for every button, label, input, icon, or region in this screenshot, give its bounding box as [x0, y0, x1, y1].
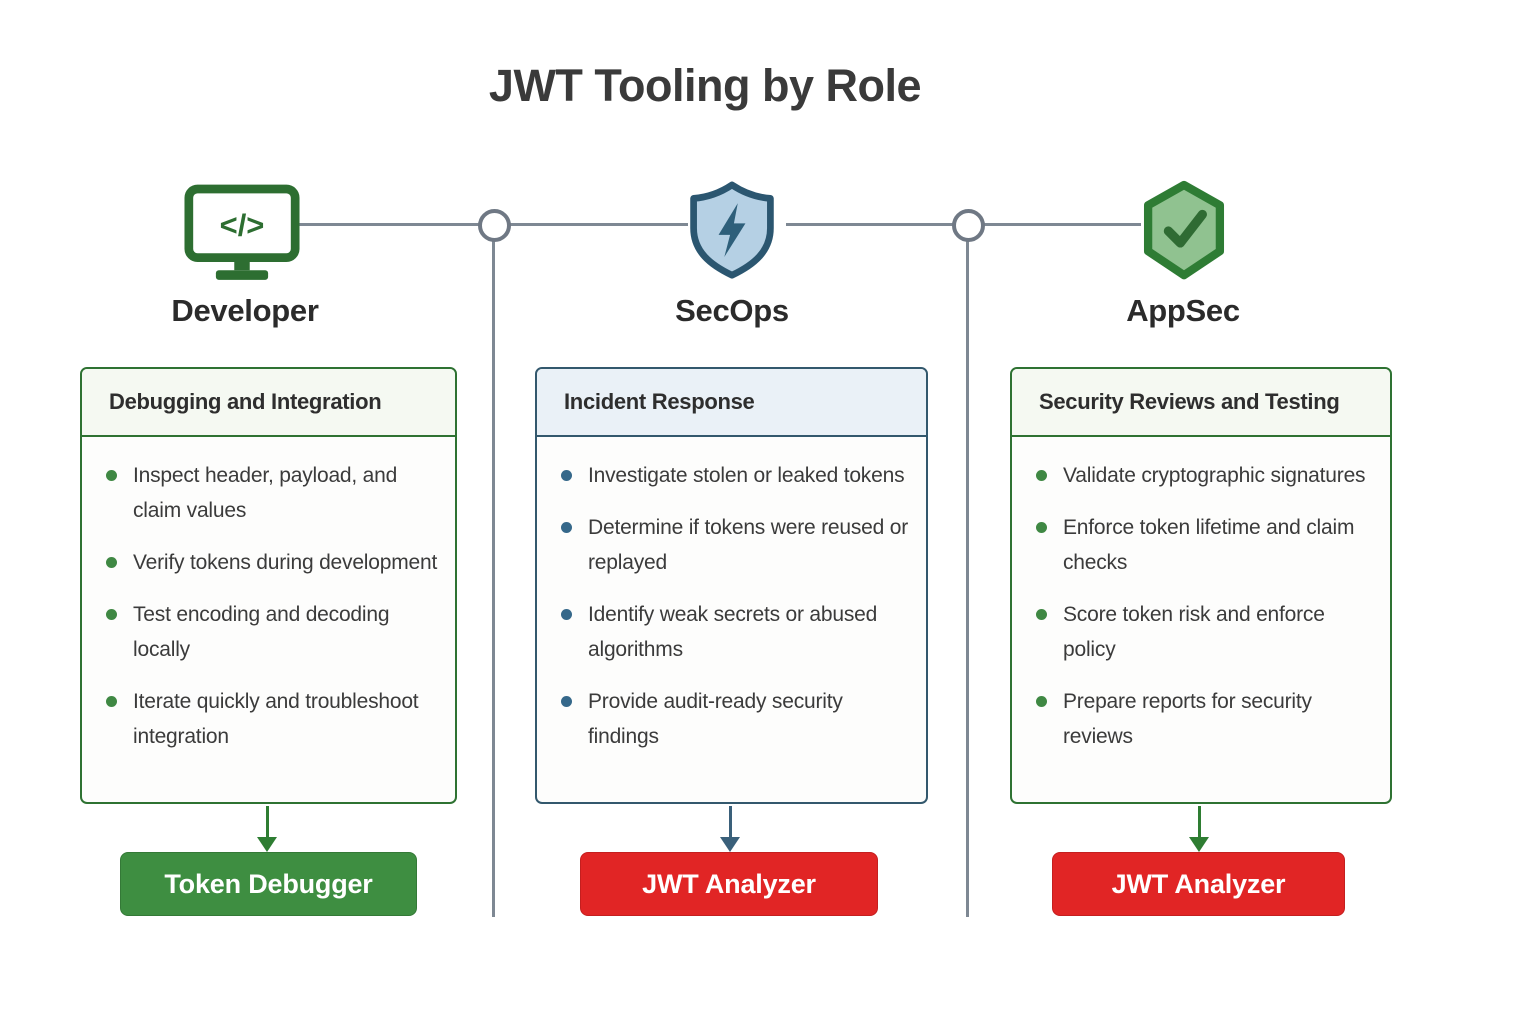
down-arrow-head — [257, 837, 277, 852]
bullet-list: Validate cryptographic signatures Enforc… — [1012, 437, 1390, 754]
column-divider-line-right — [966, 225, 969, 917]
svg-text:</>: </> — [220, 207, 265, 242]
bullet-dot — [106, 696, 117, 707]
role-label-developer: Developer — [171, 293, 319, 328]
card-title: Incident Response — [537, 369, 926, 437]
jwt-analyzer-button-appsec[interactable]: JWT Analyzer — [1052, 852, 1345, 916]
list-item: Determine if tokens were reused or repla… — [561, 510, 912, 580]
list-item: Verify tokens during development — [106, 545, 441, 580]
card-incident-response: Incident Response Investigate stolen or … — [535, 367, 928, 804]
bullet-dot — [561, 470, 572, 481]
bullet-dot — [106, 557, 117, 568]
role-label-secops: SecOps — [675, 293, 789, 328]
list-item: Inspect header, payload, and claim value… — [106, 458, 441, 528]
list-item: Iterate quickly and troubleshoot integra… — [106, 684, 441, 754]
bullet-dot — [1036, 470, 1047, 481]
list-item: Score token risk and enforce policy — [1036, 597, 1376, 667]
bullet-dot — [561, 522, 572, 533]
bullet-list: Inspect header, payload, and claim value… — [82, 437, 455, 754]
code-monitor-icon: </> — [184, 184, 300, 287]
connector-node-left — [478, 209, 511, 242]
list-item: Test encoding and decoding locally — [106, 597, 441, 667]
list-item: Validate cryptographic signatures — [1036, 458, 1376, 493]
down-arrow — [266, 806, 269, 839]
bullet-list: Investigate stolen or leaked tokens Dete… — [537, 437, 926, 754]
bullet-dot — [1036, 696, 1047, 707]
down-arrow-head — [1189, 837, 1209, 852]
list-item: Enforce token lifetime and claim checks — [1036, 510, 1376, 580]
down-arrow — [1198, 806, 1201, 839]
role-label-appsec: AppSec — [1126, 293, 1240, 328]
card-title: Security Reviews and Testing — [1012, 369, 1390, 437]
token-debugger-button[interactable]: Token Debugger — [120, 852, 417, 916]
bullet-dot — [561, 696, 572, 707]
down-arrow — [729, 806, 732, 839]
card-title: Debugging and Integration — [82, 369, 455, 437]
connector-node-right — [952, 209, 985, 242]
card-security-reviews: Security Reviews and Testing Validate cr… — [1010, 367, 1392, 804]
bullet-dot — [106, 609, 117, 620]
list-item: Identify weak secrets or abused algorith… — [561, 597, 912, 667]
column-divider-line-left — [492, 225, 495, 917]
bullet-dot — [1036, 609, 1047, 620]
list-item: Prepare reports for security reviews — [1036, 684, 1376, 754]
down-arrow-head — [720, 837, 740, 852]
list-item: Investigate stolen or leaked tokens — [561, 458, 912, 493]
shield-bolt-icon — [684, 180, 780, 289]
bullet-dot — [106, 470, 117, 481]
bullet-dot — [561, 609, 572, 620]
list-item: Provide audit-ready security findings — [561, 684, 912, 754]
hex-shield-check-icon — [1138, 180, 1230, 287]
card-debugging-integration: Debugging and Integration Inspect header… — [80, 367, 457, 804]
jwt-analyzer-button-secops[interactable]: JWT Analyzer — [580, 852, 878, 916]
bullet-dot — [1036, 522, 1047, 533]
page-title: JWT Tooling by Role — [488, 60, 922, 111]
